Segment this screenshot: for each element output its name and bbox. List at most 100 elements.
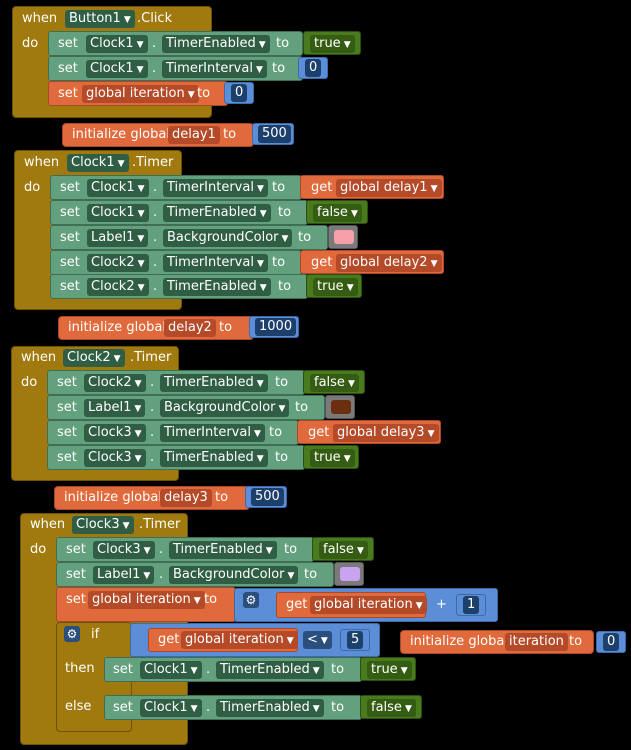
to-label: to bbox=[295, 400, 309, 415]
property-dropdown[interactable]: TimerInterval▼ bbox=[163, 254, 268, 272]
property-dropdown[interactable]: TimerInterval▼ bbox=[163, 179, 268, 197]
component-dropdown[interactable]: Clock1▼ bbox=[140, 699, 202, 717]
to-label: to bbox=[215, 490, 229, 505]
to-label: to bbox=[275, 450, 289, 465]
if-label: if bbox=[91, 627, 100, 642]
component-dropdown[interactable]: Clock1▼ bbox=[86, 35, 148, 53]
component-dropdown[interactable]: Label1▼ bbox=[87, 229, 149, 247]
component-dropdown[interactable]: Clock1▼ bbox=[67, 154, 129, 172]
property-dropdown[interactable]: BackgroundColor▼ bbox=[163, 229, 293, 247]
initialize-global-block[interactable] bbox=[54, 486, 250, 510]
to-label: to bbox=[276, 36, 290, 51]
variable-dropdown[interactable]: global iteration▼ bbox=[82, 85, 199, 103]
property-dropdown[interactable]: BackgroundColor▼ bbox=[160, 399, 290, 417]
variable-name-field[interactable]: delay2 bbox=[164, 319, 216, 337]
variable-name-field[interactable]: delay3 bbox=[160, 489, 212, 507]
number-value[interactable]: 1 bbox=[463, 596, 480, 614]
operator-dropdown[interactable]: <▼ bbox=[303, 631, 332, 649]
plus-operator: + bbox=[436, 597, 447, 612]
when-label: when bbox=[22, 11, 58, 26]
property-dropdown[interactable]: TimerEnabled▼ bbox=[216, 661, 324, 679]
property-dropdown[interactable]: TimerInterval▼ bbox=[162, 60, 267, 78]
boolean-dropdown[interactable]: true▼ bbox=[367, 661, 412, 679]
boolean-dropdown[interactable]: false▼ bbox=[310, 374, 359, 392]
property-dropdown[interactable]: TimerInterval▼ bbox=[160, 424, 265, 442]
variable-dropdown[interactable]: global delay2▼ bbox=[336, 254, 442, 272]
component-dropdown[interactable]: Clock2▼ bbox=[63, 349, 125, 367]
component-dropdown[interactable]: Label1▼ bbox=[84, 399, 146, 417]
component-dropdown[interactable]: Clock3▼ bbox=[84, 449, 146, 467]
color-swatch[interactable] bbox=[340, 567, 360, 581]
property-dropdown[interactable]: TimerEnabled▼ bbox=[163, 204, 271, 222]
color-block[interactable] bbox=[334, 562, 364, 586]
boolean-dropdown[interactable]: true▼ bbox=[310, 35, 355, 53]
component-dropdown[interactable]: Clock1▼ bbox=[87, 179, 149, 197]
component-dropdown[interactable]: Clock2▼ bbox=[87, 254, 149, 272]
component-dropdown[interactable]: Button1▼ bbox=[65, 10, 135, 28]
set-label: set bbox=[58, 86, 78, 101]
variable-dropdown[interactable]: global delay1▼ bbox=[336, 179, 442, 197]
dot-label: . bbox=[150, 425, 155, 440]
color-block[interactable] bbox=[328, 225, 358, 249]
initialize-global-label: initialize global bbox=[64, 490, 162, 505]
boolean-dropdown[interactable]: false▼ bbox=[367, 699, 416, 717]
component-dropdown[interactable]: Clock3▼ bbox=[93, 541, 155, 559]
color-swatch[interactable] bbox=[331, 400, 351, 414]
boolean-dropdown[interactable]: false▼ bbox=[319, 541, 368, 559]
event-label: .Timer bbox=[139, 517, 181, 532]
component-dropdown[interactable]: Clock2▼ bbox=[87, 278, 149, 296]
to-label: to bbox=[278, 205, 292, 220]
component-dropdown[interactable]: Label1▼ bbox=[93, 566, 155, 584]
else-label: else bbox=[65, 699, 92, 714]
gear-icon[interactable]: ⚙ bbox=[243, 592, 259, 608]
number-value[interactable]: 0 bbox=[603, 633, 620, 651]
number-value[interactable]: 0 bbox=[305, 59, 322, 77]
component-dropdown[interactable]: Clock1▼ bbox=[140, 661, 202, 679]
gear-icon[interactable]: ⚙ bbox=[64, 626, 80, 642]
color-swatch[interactable] bbox=[334, 230, 354, 244]
variable-name-field[interactable]: iteration bbox=[505, 633, 568, 651]
dot-label: . bbox=[150, 450, 155, 465]
property-dropdown[interactable]: BackgroundColor▼ bbox=[169, 566, 299, 584]
property-dropdown[interactable]: TimerEnabled▼ bbox=[160, 449, 268, 467]
get-label: get bbox=[158, 632, 180, 647]
get-label: get bbox=[311, 255, 333, 270]
boolean-dropdown[interactable]: false▼ bbox=[313, 204, 362, 222]
initialize-global-label: initialize global bbox=[68, 320, 166, 335]
boolean-dropdown[interactable]: true▼ bbox=[310, 449, 355, 467]
property-dropdown[interactable]: TimerEnabled▼ bbox=[160, 374, 268, 392]
component-dropdown[interactable]: Clock3▼ bbox=[84, 424, 146, 442]
variable-dropdown[interactable]: global iteration▼ bbox=[88, 591, 205, 609]
to-label: to bbox=[278, 279, 292, 294]
number-value[interactable]: 0 bbox=[231, 84, 248, 102]
set-label: set bbox=[60, 279, 80, 294]
initialize-global-block[interactable] bbox=[58, 316, 254, 340]
component-dropdown[interactable]: Clock1▼ bbox=[86, 60, 148, 78]
component-dropdown[interactable]: Clock3▼ bbox=[72, 516, 134, 534]
variable-dropdown[interactable]: global iteration▼ bbox=[181, 631, 298, 649]
property-dropdown[interactable]: TimerEnabled▼ bbox=[162, 35, 270, 53]
variable-dropdown[interactable]: global delay3▼ bbox=[333, 424, 439, 442]
color-block[interactable] bbox=[325, 395, 355, 419]
variable-name-field[interactable]: delay1 bbox=[168, 126, 220, 144]
set-label: set bbox=[113, 662, 133, 677]
property-dropdown[interactable]: TimerEnabled▼ bbox=[169, 541, 277, 559]
initialize-global-block[interactable] bbox=[62, 123, 254, 147]
number-value[interactable]: 500 bbox=[251, 488, 284, 506]
set-label: set bbox=[66, 542, 86, 557]
set-label: set bbox=[66, 567, 86, 582]
number-value[interactable]: 5 bbox=[347, 631, 364, 649]
variable-dropdown[interactable]: global iteration▼ bbox=[310, 596, 427, 614]
property-dropdown[interactable]: TimerEnabled▼ bbox=[163, 278, 271, 296]
property-dropdown[interactable]: TimerEnabled▼ bbox=[216, 699, 324, 717]
set-label: set bbox=[60, 255, 80, 270]
component-dropdown[interactable]: Clock2▼ bbox=[84, 374, 146, 392]
dot-label: . bbox=[153, 205, 158, 220]
boolean-dropdown[interactable]: true▼ bbox=[313, 278, 358, 296]
to-label: to bbox=[219, 320, 233, 335]
to-label: to bbox=[223, 127, 237, 142]
number-value[interactable]: 1000 bbox=[255, 318, 297, 336]
component-dropdown[interactable]: Clock1▼ bbox=[87, 204, 149, 222]
to-label: to bbox=[197, 86, 211, 101]
number-value[interactable]: 500 bbox=[258, 125, 291, 143]
